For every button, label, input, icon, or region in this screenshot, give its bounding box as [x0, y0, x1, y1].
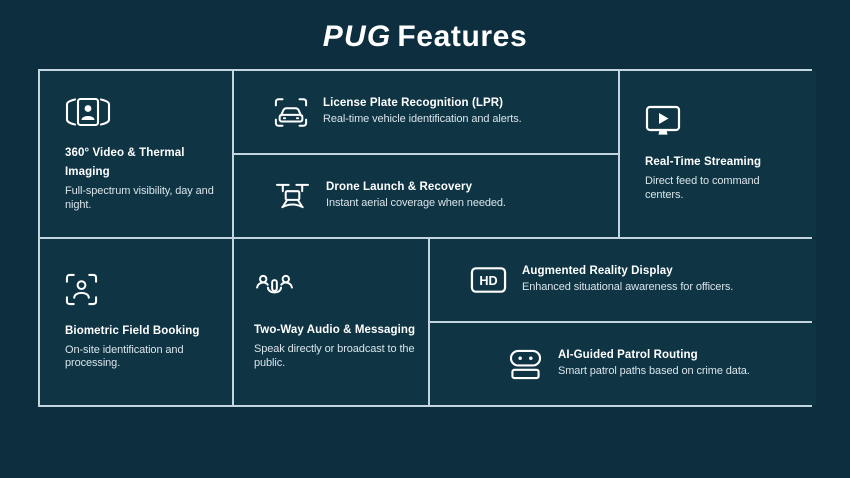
- feature-card-lpr: License Plate Recognition (LPR) Real-tim…: [234, 71, 618, 153]
- feature-title: Augmented Reality Display: [522, 265, 673, 278]
- feature-title: AI-Guided Patrol Routing: [558, 349, 698, 362]
- feature-text: Augmented Reality Display Enhanced situa…: [522, 265, 733, 294]
- people-microphone-icon: [254, 273, 416, 305]
- drone-icon: [274, 181, 311, 212]
- feature-title: Real-Time Streaming: [645, 156, 762, 169]
- feature-description: Smart patrol paths based on crime data.: [558, 365, 750, 378]
- hd-badge-icon: HD: [470, 266, 507, 294]
- feature-description: Full-spectrum visibility, day and night.: [65, 184, 214, 211]
- robot-icon: [508, 349, 543, 380]
- page-title-rest: Features: [397, 20, 528, 53]
- monitor-play-icon: [645, 105, 774, 137]
- svg-text:HD: HD: [479, 274, 497, 288]
- car-scan-icon: [274, 97, 308, 128]
- face-scan-icon: [65, 273, 220, 306]
- feature-description: Direct feed to command centers.: [645, 175, 760, 201]
- panorama-person-icon: [65, 96, 220, 128]
- features-grid: 360° Video & Thermal Imaging Full-spectr…: [38, 69, 816, 407]
- feature-description: Real-time vehicle identification and ale…: [323, 113, 522, 126]
- feature-card-two-way-audio: Two-Way Audio & Messaging Speak directly…: [234, 239, 428, 405]
- feature-text: License Plate Recognition (LPR) Real-tim…: [323, 97, 522, 126]
- feature-card-streaming: Real-Time Streaming Direct feed to comma…: [620, 71, 816, 237]
- feature-description: Speak directly or broadcast to the publi…: [254, 343, 415, 369]
- feature-text: AI-Guided Patrol Routing Smart patrol pa…: [558, 349, 750, 378]
- page-title-brand: PUG: [322, 20, 392, 53]
- feature-card-ai-patrol: AI-Guided Patrol Routing Smart patrol pa…: [430, 323, 816, 405]
- feature-card-drone: Drone Launch & Recovery Instant aerial c…: [234, 155, 618, 237]
- feature-title: Biometric Field Booking: [65, 324, 200, 337]
- feature-card-ar-display: HD Augmented Reality Display Enhanced si…: [430, 239, 816, 321]
- feature-text: Drone Launch & Recovery Instant aerial c…: [326, 181, 506, 210]
- feature-description: On-site identification and processing.: [65, 343, 184, 370]
- feature-description: Instant aerial coverage when needed.: [326, 197, 506, 210]
- feature-card-video-thermal: 360° Video & Thermal Imaging Full-spectr…: [40, 71, 232, 237]
- feature-title: License Plate Recognition (LPR): [323, 97, 504, 110]
- feature-card-biometric: Biometric Field Booking On-site identifi…: [40, 239, 232, 405]
- feature-title: 360° Video & Thermal Imaging: [65, 146, 185, 179]
- feature-title: Drone Launch & Recovery: [326, 181, 473, 194]
- feature-title: Two-Way Audio & Messaging: [254, 324, 416, 337]
- feature-description: Enhanced situational awareness for offic…: [522, 281, 734, 294]
